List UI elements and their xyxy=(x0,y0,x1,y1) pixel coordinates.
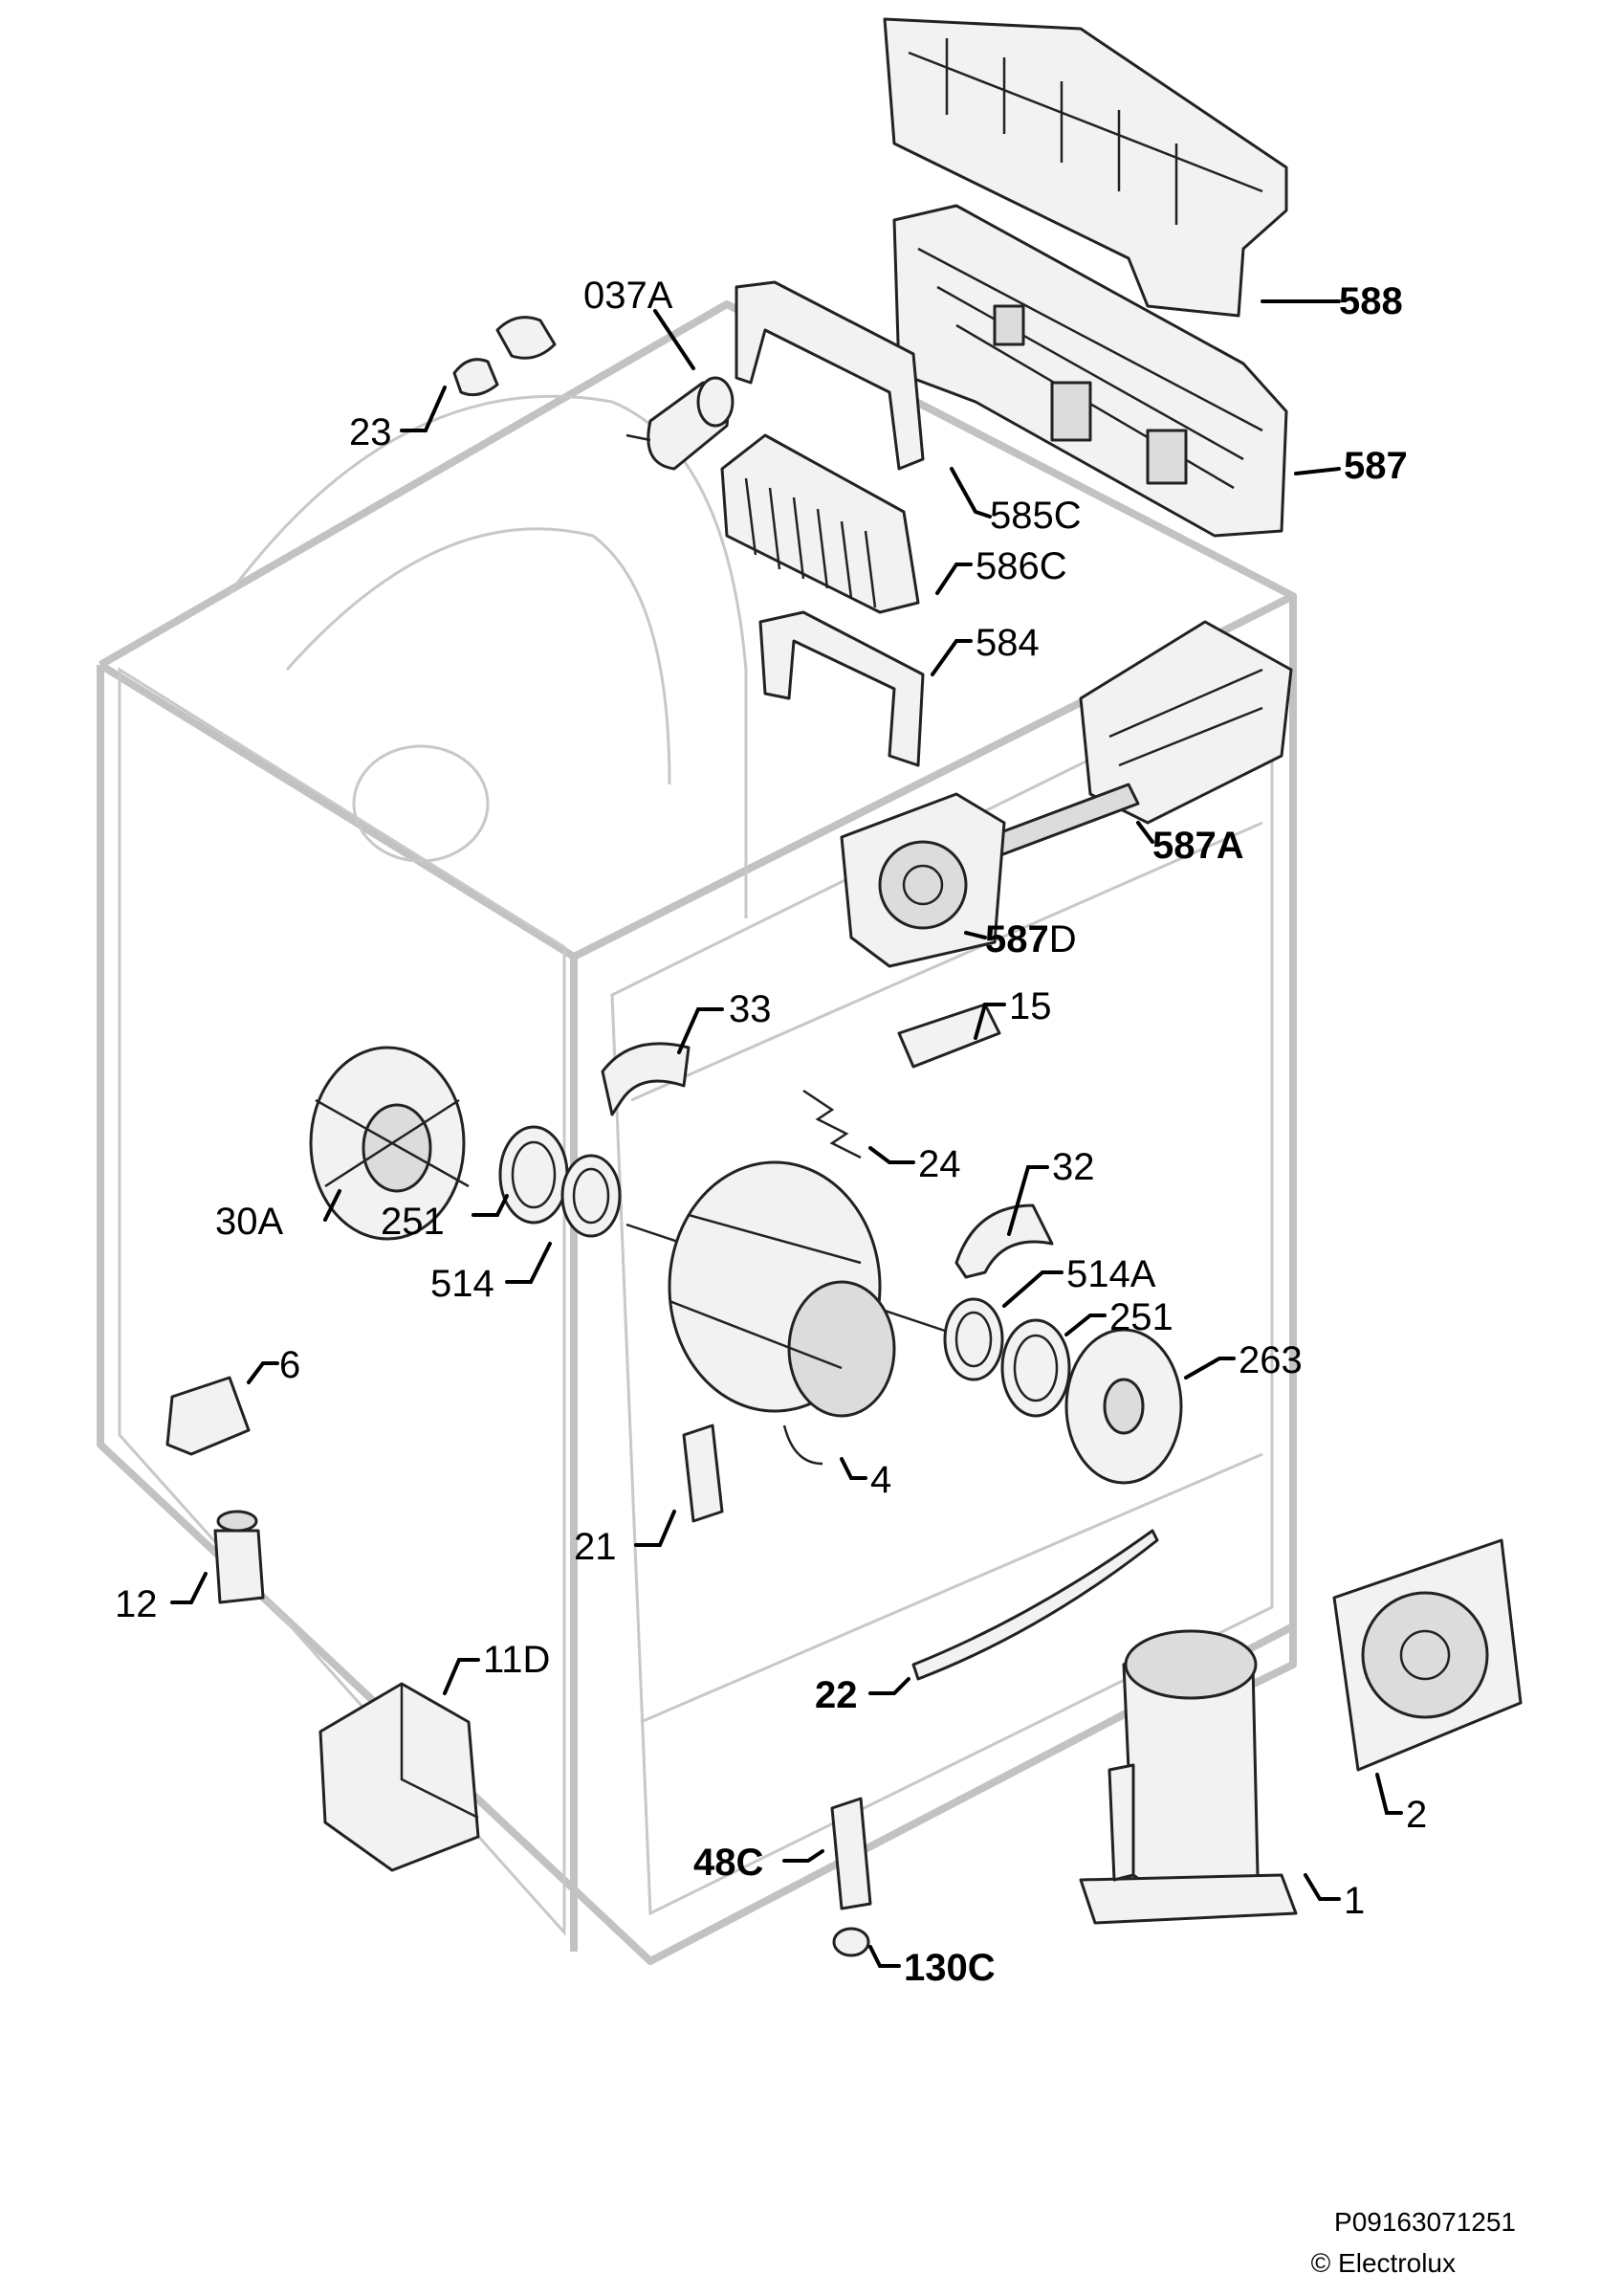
label-263: 263 xyxy=(1239,1339,1303,1381)
label-587D-number: 587 xyxy=(985,918,1049,960)
module-587D xyxy=(840,792,1006,968)
transformer-11D xyxy=(318,1682,480,1872)
label-587A: 587A xyxy=(1152,825,1244,867)
fan-wheel-30A xyxy=(309,1046,470,1241)
label-251-right: 251 xyxy=(1109,1296,1173,1338)
label-251-left: 251 xyxy=(381,1201,445,1243)
drawing-code: P09163071251 xyxy=(1334,2207,1516,2237)
label-22: 22 xyxy=(815,1674,858,1716)
copyright-notice: © Electrolux xyxy=(1311,2248,1456,2278)
label-587D-suffix: D xyxy=(1049,918,1077,960)
label-21: 21 xyxy=(574,1526,617,1568)
ring-251-left xyxy=(498,1125,569,1225)
label-037A: 037A xyxy=(583,275,673,317)
label-15: 15 xyxy=(1009,985,1052,1027)
capacitor-037A xyxy=(625,376,735,471)
label-24: 24 xyxy=(918,1143,961,1185)
label-32: 32 xyxy=(1052,1146,1095,1188)
top-cover-588 xyxy=(883,17,1288,318)
capacitor-12 xyxy=(213,1510,265,1604)
cabinet-outline xyxy=(97,300,1297,1965)
label-1: 1 xyxy=(1344,1880,1365,1922)
switch-15 xyxy=(897,1003,1001,1069)
connector-23 xyxy=(452,316,557,397)
label-587D: 587D xyxy=(985,918,1077,960)
label-514: 514 xyxy=(430,1263,494,1305)
ring-251-right xyxy=(1000,1318,1071,1418)
bracket-584 xyxy=(758,610,925,767)
label-23: 23 xyxy=(349,411,392,453)
label-587: 587 xyxy=(1344,445,1408,487)
label-130C: 130C xyxy=(904,1947,996,1989)
label-30A: 30A xyxy=(215,1201,283,1243)
label-584: 584 xyxy=(976,622,1040,664)
label-33: 33 xyxy=(729,988,772,1030)
grommet-130C xyxy=(832,1927,870,1957)
bracket-33 xyxy=(601,1042,691,1116)
sensor-48C xyxy=(830,1797,872,1910)
spring-24 xyxy=(802,1089,862,1159)
label-2: 2 xyxy=(1406,1794,1427,1836)
bar-22 xyxy=(911,1529,1159,1681)
label-586C: 586C xyxy=(976,545,1067,587)
leader-lines xyxy=(170,299,1403,1968)
housing-585C xyxy=(735,280,925,471)
label-48C: 48C xyxy=(693,1842,763,1884)
switch-21 xyxy=(682,1424,724,1523)
ring-514A xyxy=(943,1297,1004,1381)
ring-514-left xyxy=(560,1154,622,1238)
label-4: 4 xyxy=(870,1459,891,1501)
label-11D: 11D xyxy=(483,1639,550,1681)
pulley-263 xyxy=(1064,1328,1183,1485)
label-588: 588 xyxy=(1339,280,1403,322)
part-labels: 037A 588 23 587 585C 586C 584 587A 587D … xyxy=(115,275,1427,1989)
bracket-32 xyxy=(954,1203,1054,1279)
control-board-587 xyxy=(892,204,1288,538)
label-12: 12 xyxy=(115,1583,158,1625)
label-585C: 585C xyxy=(990,495,1082,537)
footer: P09163071251 © Electrolux xyxy=(1311,2207,1516,2278)
label-6: 6 xyxy=(279,1344,300,1386)
label-514A: 514A xyxy=(1066,1253,1156,1295)
heatsink-586C xyxy=(720,433,920,614)
cooling-fan-2 xyxy=(1332,1538,1523,1772)
motor-4 xyxy=(625,1160,957,1466)
compressor-1 xyxy=(1079,1629,1298,1925)
sensor-6 xyxy=(165,1376,251,1456)
